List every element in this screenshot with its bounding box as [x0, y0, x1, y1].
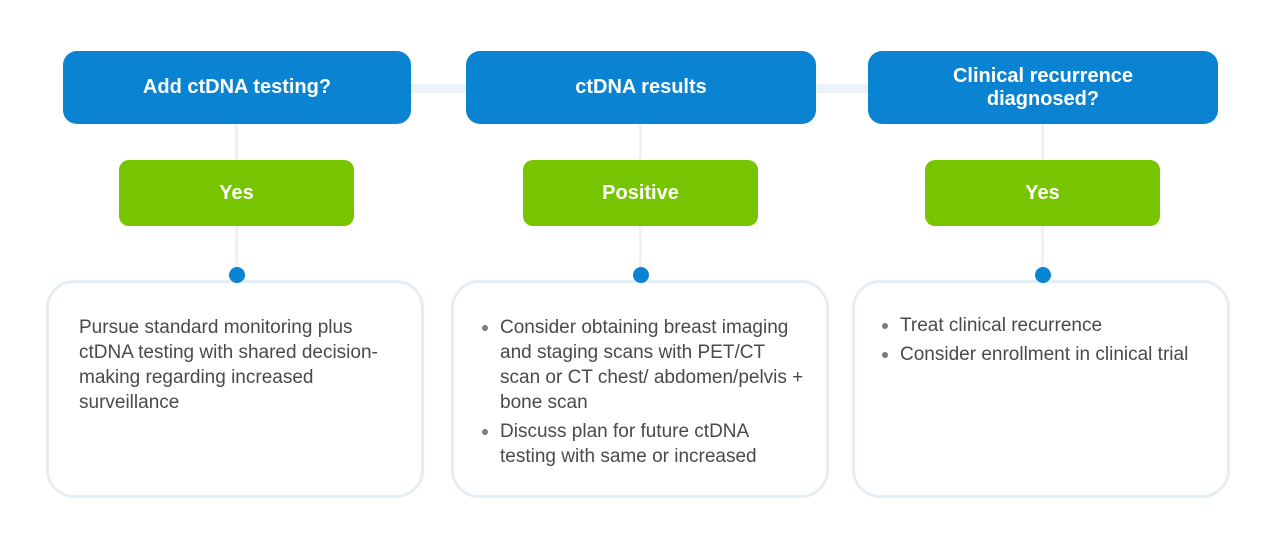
header-label: Clinical recurrence diagnosed?	[952, 64, 1134, 110]
outcome-text: Pursue standard monitoring plus ctDNA te…	[79, 317, 378, 413]
decision-label: Yes	[1025, 181, 1060, 204]
header-box-clinical-recurrence: Clinical recurrence diagnosed?	[868, 51, 1218, 124]
connector-dot	[229, 267, 245, 283]
bullet-item: Consider obtaining breast imaging and st…	[481, 315, 804, 415]
decision-label: Positive	[602, 181, 679, 204]
connector-line-2-3	[815, 84, 869, 93]
connector-dot	[633, 267, 649, 283]
connector-line-col1-bottom	[235, 226, 238, 276]
connector-line-col2-bottom	[639, 226, 642, 276]
header-box-ctdna-results: ctDNA results	[466, 51, 816, 124]
header-label: ctDNA results	[575, 76, 707, 98]
connector-line-col3-bottom	[1041, 226, 1044, 276]
decision-box-yes: Yes	[119, 160, 354, 226]
decision-label: Yes	[219, 181, 254, 204]
connector-line-col1-top	[235, 124, 238, 160]
decision-box-yes: Yes	[925, 160, 1160, 226]
outcome-card: Consider obtaining breast imaging and st…	[451, 280, 829, 498]
connector-line-1-2	[410, 84, 467, 93]
header-box-add-ctdna-testing: Add ctDNA testing?	[63, 51, 411, 124]
outcome-card: Pursue standard monitoring plus ctDNA te…	[46, 280, 424, 498]
bullet-item: Discuss plan for future ctDNA testing wi…	[481, 419, 804, 469]
connector-line-col3-top	[1041, 124, 1044, 160]
decision-box-positive: Positive	[523, 160, 758, 226]
connector-line-col2-top	[639, 124, 642, 160]
bullet-item: Consider enrollment in clinical trial	[881, 342, 1209, 367]
connector-dot	[1035, 267, 1051, 283]
header-label: Add ctDNA testing?	[142, 76, 332, 98]
bullet-item: Treat clinical recurrence	[881, 313, 1209, 338]
outcome-card: Treat clinical recurrence Consider enrol…	[852, 280, 1230, 498]
